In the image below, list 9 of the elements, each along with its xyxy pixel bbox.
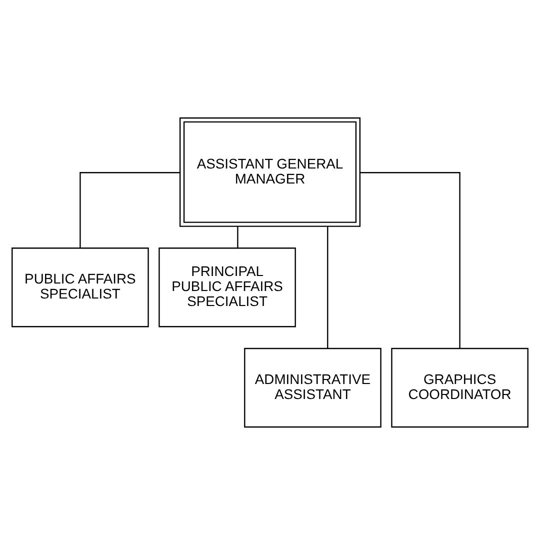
connector: [327, 226, 328, 348]
node-box: ASSISTANT GENERAL MANAGER: [179, 116, 361, 226]
node-box: GRAPHICS COORDINATOR: [391, 347, 528, 428]
node-box: PRINCIPAL PUBLIC AFFAIRS SPECIALIST: [158, 247, 296, 327]
node-box: PUBLIC AFFAIRS SPECIALIST: [12, 247, 149, 327]
connector: [80, 172, 180, 248]
node-box: ADMINISTRATIVE ASSISTANT: [244, 347, 382, 428]
connector: [237, 226, 238, 248]
connector: [360, 172, 460, 348]
